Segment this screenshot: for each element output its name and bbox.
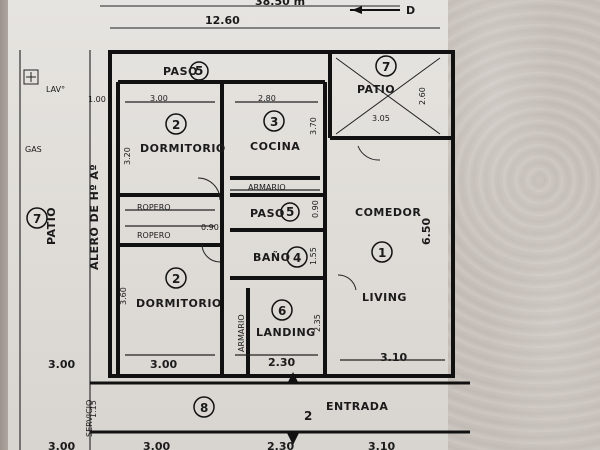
room-num-paso-top: 5 [195,64,203,78]
room-name-paso-mid: PASO [250,207,285,220]
corner-letter: D [406,4,415,17]
dim-d7: 6.50 [420,218,433,245]
room-name-patio-left: PATIO [45,207,58,245]
dim-d18: 2.30 [267,440,294,450]
dim-d2: 2.80 [258,94,276,103]
dim-d13: 3.10 [380,351,407,364]
room-num-cocina: 3 [270,115,278,129]
room-num-bano: 4 [293,251,301,265]
room-name-dormitorio-bottom: DORMITORIO [136,297,222,310]
room-name-comedor: COMEDOR [355,206,421,219]
room-num-paso-mid: 5 [286,205,294,219]
dim-d17: 3.00 [143,440,170,450]
label-alero: ALERO DE Hº Aº [88,164,101,270]
dim-d19: 3.10 [368,440,395,450]
room-num-landing: 6 [278,304,286,318]
dim-d20: 0.90 [311,200,320,218]
fabric-background [448,0,600,450]
dim-d11: 3.00 [150,358,177,371]
room-num-comedor: 1 [378,246,386,260]
label-ropero-1: ROPERO [137,203,171,212]
dim-d10: 2.35 [313,314,322,332]
label-lav: LAV° [46,85,65,94]
room-num-patio-right: 7 [382,60,390,74]
dim-d1: 3.00 [150,94,168,103]
dim-d6: 2.60 [418,87,427,105]
dim-d9: 1.55 [309,247,318,265]
stair-marker: 2 [304,409,312,423]
label-servicio: SERVICIO [85,400,94,437]
room-name-living: LIVING [362,291,407,304]
dim-d8: 3.60 [119,287,128,305]
room-name-dormitorio-top: DORMITORIO [140,142,226,155]
room-name-bano: BAÑO [253,251,290,264]
room-name-cocina: COCINA [250,140,300,153]
dim-d14: 3.00 [48,358,75,371]
room-name-paso-top: PASO [163,65,198,78]
dim-d21: 0.90 [201,223,219,232]
dim-d3: 3.70 [309,117,318,135]
dim-d12: 2.30 [268,356,295,369]
label-gas: GAS [25,145,42,154]
room-num-dormitorio-top: 2 [172,118,180,132]
label-ropero-2: ROPERO [137,231,171,240]
dim-d5: 3.05 [372,114,390,123]
dim-d16: 1.15 [89,400,98,418]
room-num-dormitorio-bottom: 2 [172,272,180,286]
dim-d4: 3.20 [123,147,132,165]
room-num-entrada: 8 [200,401,208,415]
label-armario-kitchen: ARMARIO [248,183,286,192]
dim-outer-width: 38.50 m [255,0,305,8]
dim-d15: 1.00 [88,95,106,104]
room-name-patio-right: PATIO [357,83,395,96]
room-name-entrada: ENTRADA [326,400,388,413]
dim-d22: 3.00 [48,440,75,450]
dim-inner-width: 12.60 [205,14,240,27]
room-name-landing: LANDING [256,326,316,339]
room-num-patio-left: 7 [33,212,41,226]
label-armario-landing: ARMARIO [237,314,246,352]
